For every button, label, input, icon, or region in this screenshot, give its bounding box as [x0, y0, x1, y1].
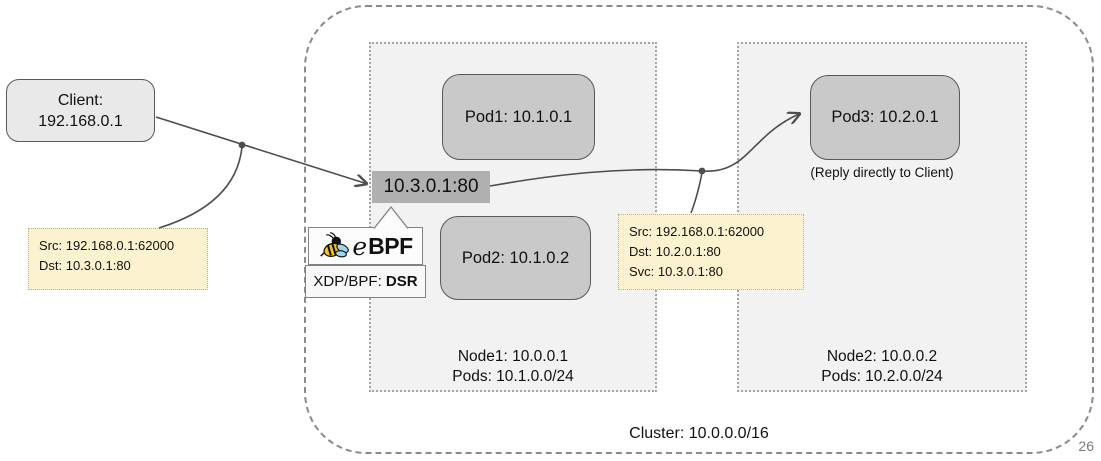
pod2-box: Pod2: 10.1.0.2: [440, 216, 591, 300]
pod1-label: Pod1: 10.1.0.1: [464, 107, 573, 126]
pod3-box: Pod3: 10.2.0.1: [810, 75, 960, 160]
packet-note-line: Dst: 10.3.0.1:80: [39, 257, 131, 273]
junction-dot-1: [238, 141, 246, 149]
xdp-prefix: XDP/BPF:: [313, 272, 386, 290]
connector-note1: [158, 146, 243, 229]
packet-note-line: Src: 192.168.0.1:62000: [629, 224, 765, 239]
bee-icon: [320, 232, 350, 258]
xdp-dsr-label: XDP/BPF: DSR: [305, 264, 426, 298]
packet-note-line: Dst: 10.2.0.1:80: [629, 243, 721, 259]
node2-ip: Node2: 10.0.0.2: [826, 348, 938, 365]
client-label-line1: Client:: [57, 91, 104, 109]
node1-label: Node1: 10.0.0.1 Pods: 10.1.0.0/24: [371, 347, 655, 387]
packet-note-line: Svc: 10.3.0.1:80: [629, 263, 723, 279]
pod2-label: Pod2: 10.1.0.2: [461, 248, 570, 267]
service-vip-label: 10.3.0.1:80: [372, 171, 490, 203]
cluster-boundary: [304, 5, 1094, 454]
packet-note-client: Src: 192.168.0.1:62000 Dst: 10.3.0.1:80: [28, 228, 208, 290]
packet-note-line: Src: 192.168.0.1:62000: [39, 238, 175, 253]
pod3-label: Pod3: 10.2.0.1: [831, 108, 939, 126]
client-node: Client: 192.168.0.1: [6, 79, 155, 142]
pod1-box: Pod1: 10.1.0.1: [442, 74, 595, 160]
packet-note-dsr: Src: 192.168.0.1:62000 Dst: 10.2.0.1:80 …: [618, 214, 804, 290]
ebpf-logo-bpf: BPF: [368, 232, 413, 259]
cluster-label: Cluster: 10.0.0.0/16: [629, 425, 769, 442]
node1-ip: Node1: 10.0.0.1: [457, 348, 569, 365]
node1-pod-cidr: Pods: 10.1.0.0/24: [452, 368, 574, 385]
node1-box: Pod1: 10.1.0.1 Pod2: 10.1.0.2 Node1: 10.…: [369, 42, 657, 392]
page-number: 26: [1078, 438, 1094, 454]
client-label-line2: 192.168.0.1: [38, 112, 123, 130]
node2-pod-cidr: Pods: 10.2.0.0/24: [821, 368, 943, 385]
dsr-mode: DSR: [385, 272, 418, 290]
reply-note: (Reply directly to Client): [810, 165, 954, 180]
ebpf-logo-e: e: [352, 231, 368, 261]
node2-label: Node2: 10.0.0.2 Pods: 10.2.0.0/24: [739, 347, 1025, 387]
ebpf-logo: e BPF: [308, 227, 423, 265]
node2-box: Pod3: 10.2.0.1 (Reply directly to Client…: [737, 42, 1027, 392]
